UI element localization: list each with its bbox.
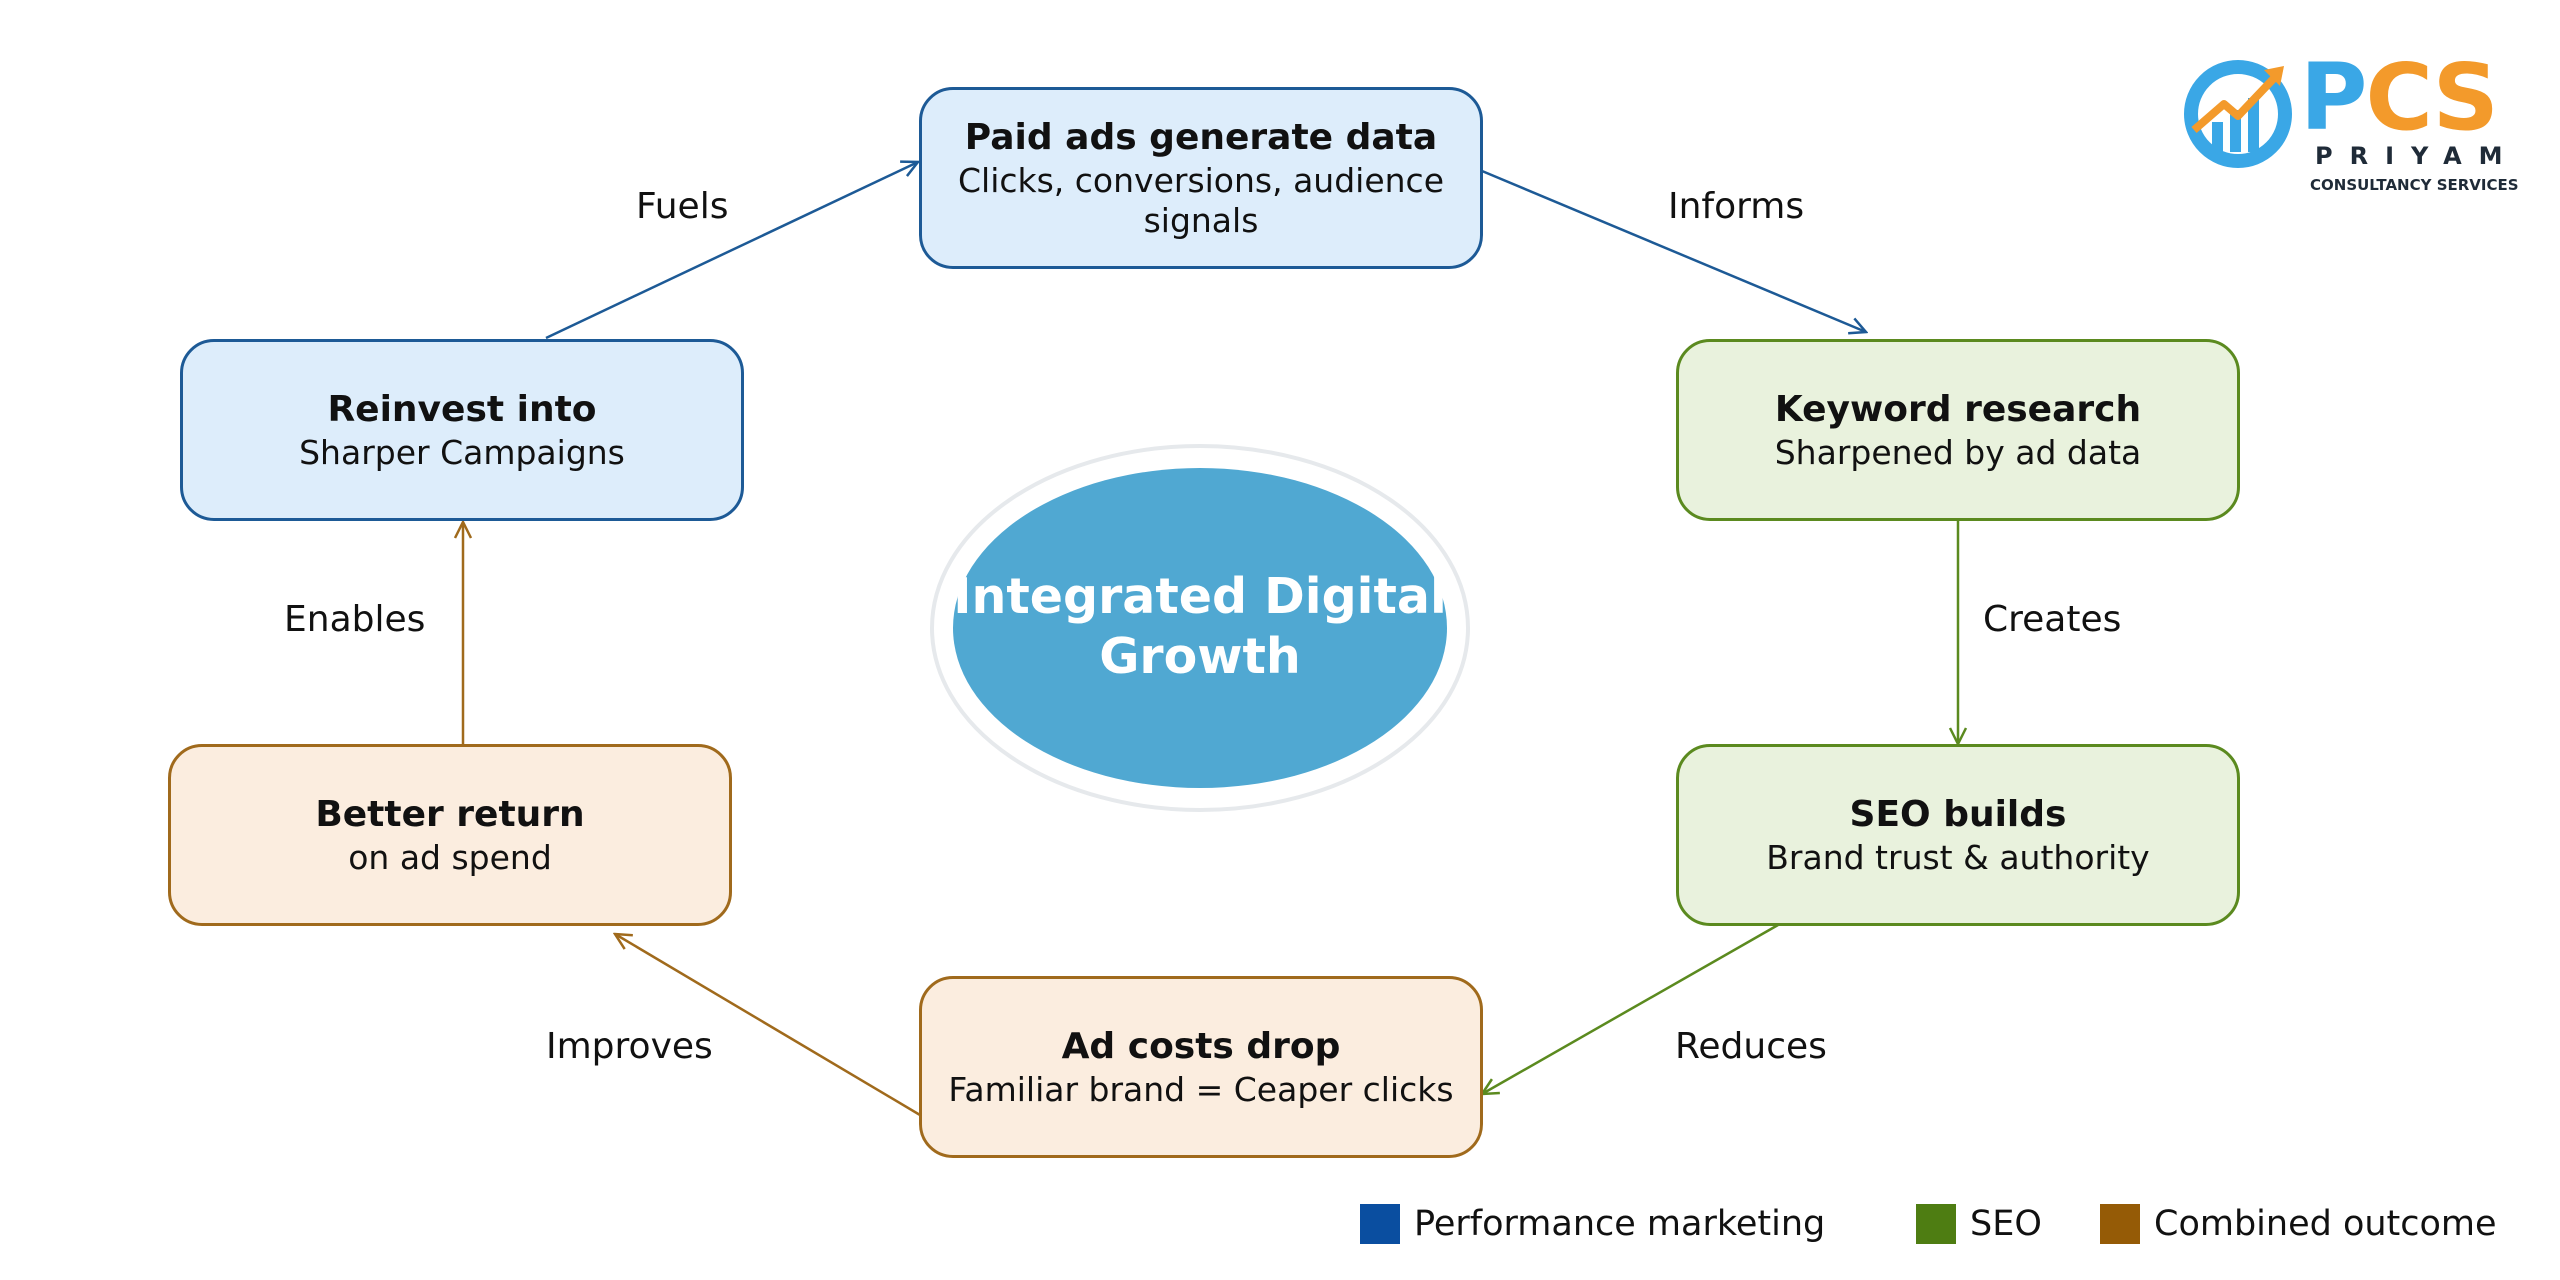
node-paid-ads-subtitle: Clicks, conversions, audience signals: [957, 161, 1444, 240]
edge-arrow-fuels: [545, 162, 918, 340]
center-title: Integrated Digital Growth: [953, 568, 1447, 685]
edge-label-reduces: Reduces: [1675, 1026, 1827, 1067]
node-reinvest: Reinvest into Sharper Campaigns: [180, 339, 744, 521]
logo-tagline: CONSULTANCY SERVICES: [2310, 176, 2519, 194]
node-seo-builds-title: SEO builds: [1849, 794, 2067, 835]
edge-arrow-improves: [615, 934, 921, 1117]
node-ad-costs-subtitle: Familiar brand = Ceaper clicks: [948, 1070, 1454, 1109]
edge-label-informs: Informs: [1668, 186, 1805, 227]
node-keyword-research-subtitle: Sharpened by ad data: [1774, 433, 2142, 472]
edge-arrow-informs: [1481, 169, 1866, 332]
node-better-return-subtitle: on ad spend: [348, 838, 552, 877]
node-better-return: Better return on ad spend: [168, 744, 732, 926]
logo-initials: PCS: [2300, 44, 2499, 151]
node-ad-costs-title: Ad costs drop: [1061, 1026, 1341, 1067]
node-seo-builds-subtitle: Brand trust & authority: [1766, 838, 2150, 877]
node-keyword-research: Keyword research Sharpened by ad data: [1676, 339, 2240, 521]
edge-label-enables: Enables: [284, 599, 426, 640]
legend-item-seo: SEO: [1916, 1204, 2042, 1244]
center-ellipse-halo: [930, 444, 1470, 812]
node-paid-ads-title: Paid ads generate data: [964, 117, 1438, 158]
center-ellipse: [953, 468, 1447, 788]
node-paid-ads: Paid ads generate data Clicks, conversio…: [919, 87, 1483, 269]
legend-swatch-combined: [2100, 1204, 2140, 1244]
node-keyword-research-title: Keyword research: [1774, 389, 2142, 430]
growth-chart-icon: [2184, 60, 2292, 168]
company-logo: PCS PRIYAM CONSULTANCY SERVICES: [2180, 48, 2520, 202]
node-reinvest-subtitle: Sharper Campaigns: [299, 433, 625, 472]
legend-item-performance: Performance marketing: [1360, 1204, 1825, 1244]
edge-label-fuels: Fuels: [636, 186, 729, 227]
legend-item-combined: Combined outcome: [2100, 1204, 2497, 1244]
legend-label-combined: Combined outcome: [2154, 1204, 2497, 1244]
node-better-return-title: Better return: [315, 794, 585, 835]
legend-label-performance: Performance marketing: [1414, 1204, 1826, 1244]
logo-name: PRIYAM: [2315, 142, 2520, 170]
node-seo-builds: SEO builds Brand trust & authority: [1676, 744, 2240, 926]
edge-arrow-reduces: [1482, 923, 1779, 1094]
legend-label-seo: SEO: [1970, 1204, 2042, 1244]
edge-label-improves: Improves: [546, 1026, 713, 1067]
legend-swatch-performance: [1360, 1204, 1400, 1244]
node-ad-costs: Ad costs drop Familiar brand = Ceaper cl…: [919, 976, 1483, 1158]
legend-swatch-seo: [1916, 1204, 1956, 1244]
node-reinvest-title: Reinvest into: [327, 389, 597, 430]
edge-label-creates: Creates: [1983, 599, 2122, 640]
